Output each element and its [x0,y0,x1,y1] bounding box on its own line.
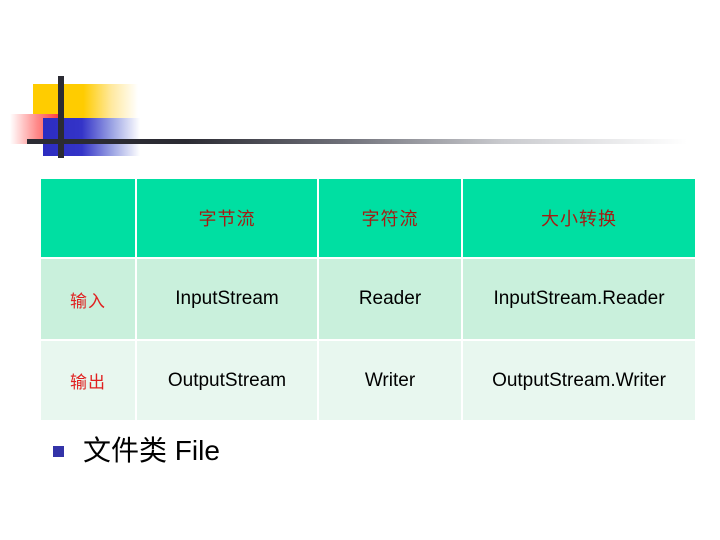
cell-input-size-conversion: InputStream.Reader [463,259,695,339]
cell-input-byte-stream: InputStream [137,259,317,339]
table-header-corner [41,179,135,257]
table-row: 输出 OutputStream Writer OutputStream.Writ… [41,341,695,420]
square-bullet-icon [53,445,64,457]
bullet-list-item: 文件类 File [53,437,220,465]
row-label-input: 输入 [41,259,135,339]
decoration-vertical-bar [58,76,64,158]
cell-output-size-conversion: OutputStream.Writer [463,341,695,420]
table-header-char-stream: 字符流 [319,179,461,257]
table-header-size-conversion: 大小转换 [463,179,695,257]
bullet-item-label: 文件类 File [83,435,220,466]
cell-input-char-stream: Reader [319,259,461,339]
decoration-horizontal-bar [27,139,687,144]
table-row: 输入 InputStream Reader InputStream.Reader [41,259,695,339]
slide-decoration [0,0,720,170]
table-header-byte-stream: 字节流 [137,179,317,257]
row-label-output: 输出 [41,341,135,420]
table-header-row: 字节流 字符流 大小转换 [41,179,695,257]
cell-output-byte-stream: OutputStream [137,341,317,420]
cell-output-char-stream: Writer [319,341,461,420]
stream-comparison-table: 字节流 字符流 大小转换 输入 InputStream Reader Input… [39,177,697,422]
